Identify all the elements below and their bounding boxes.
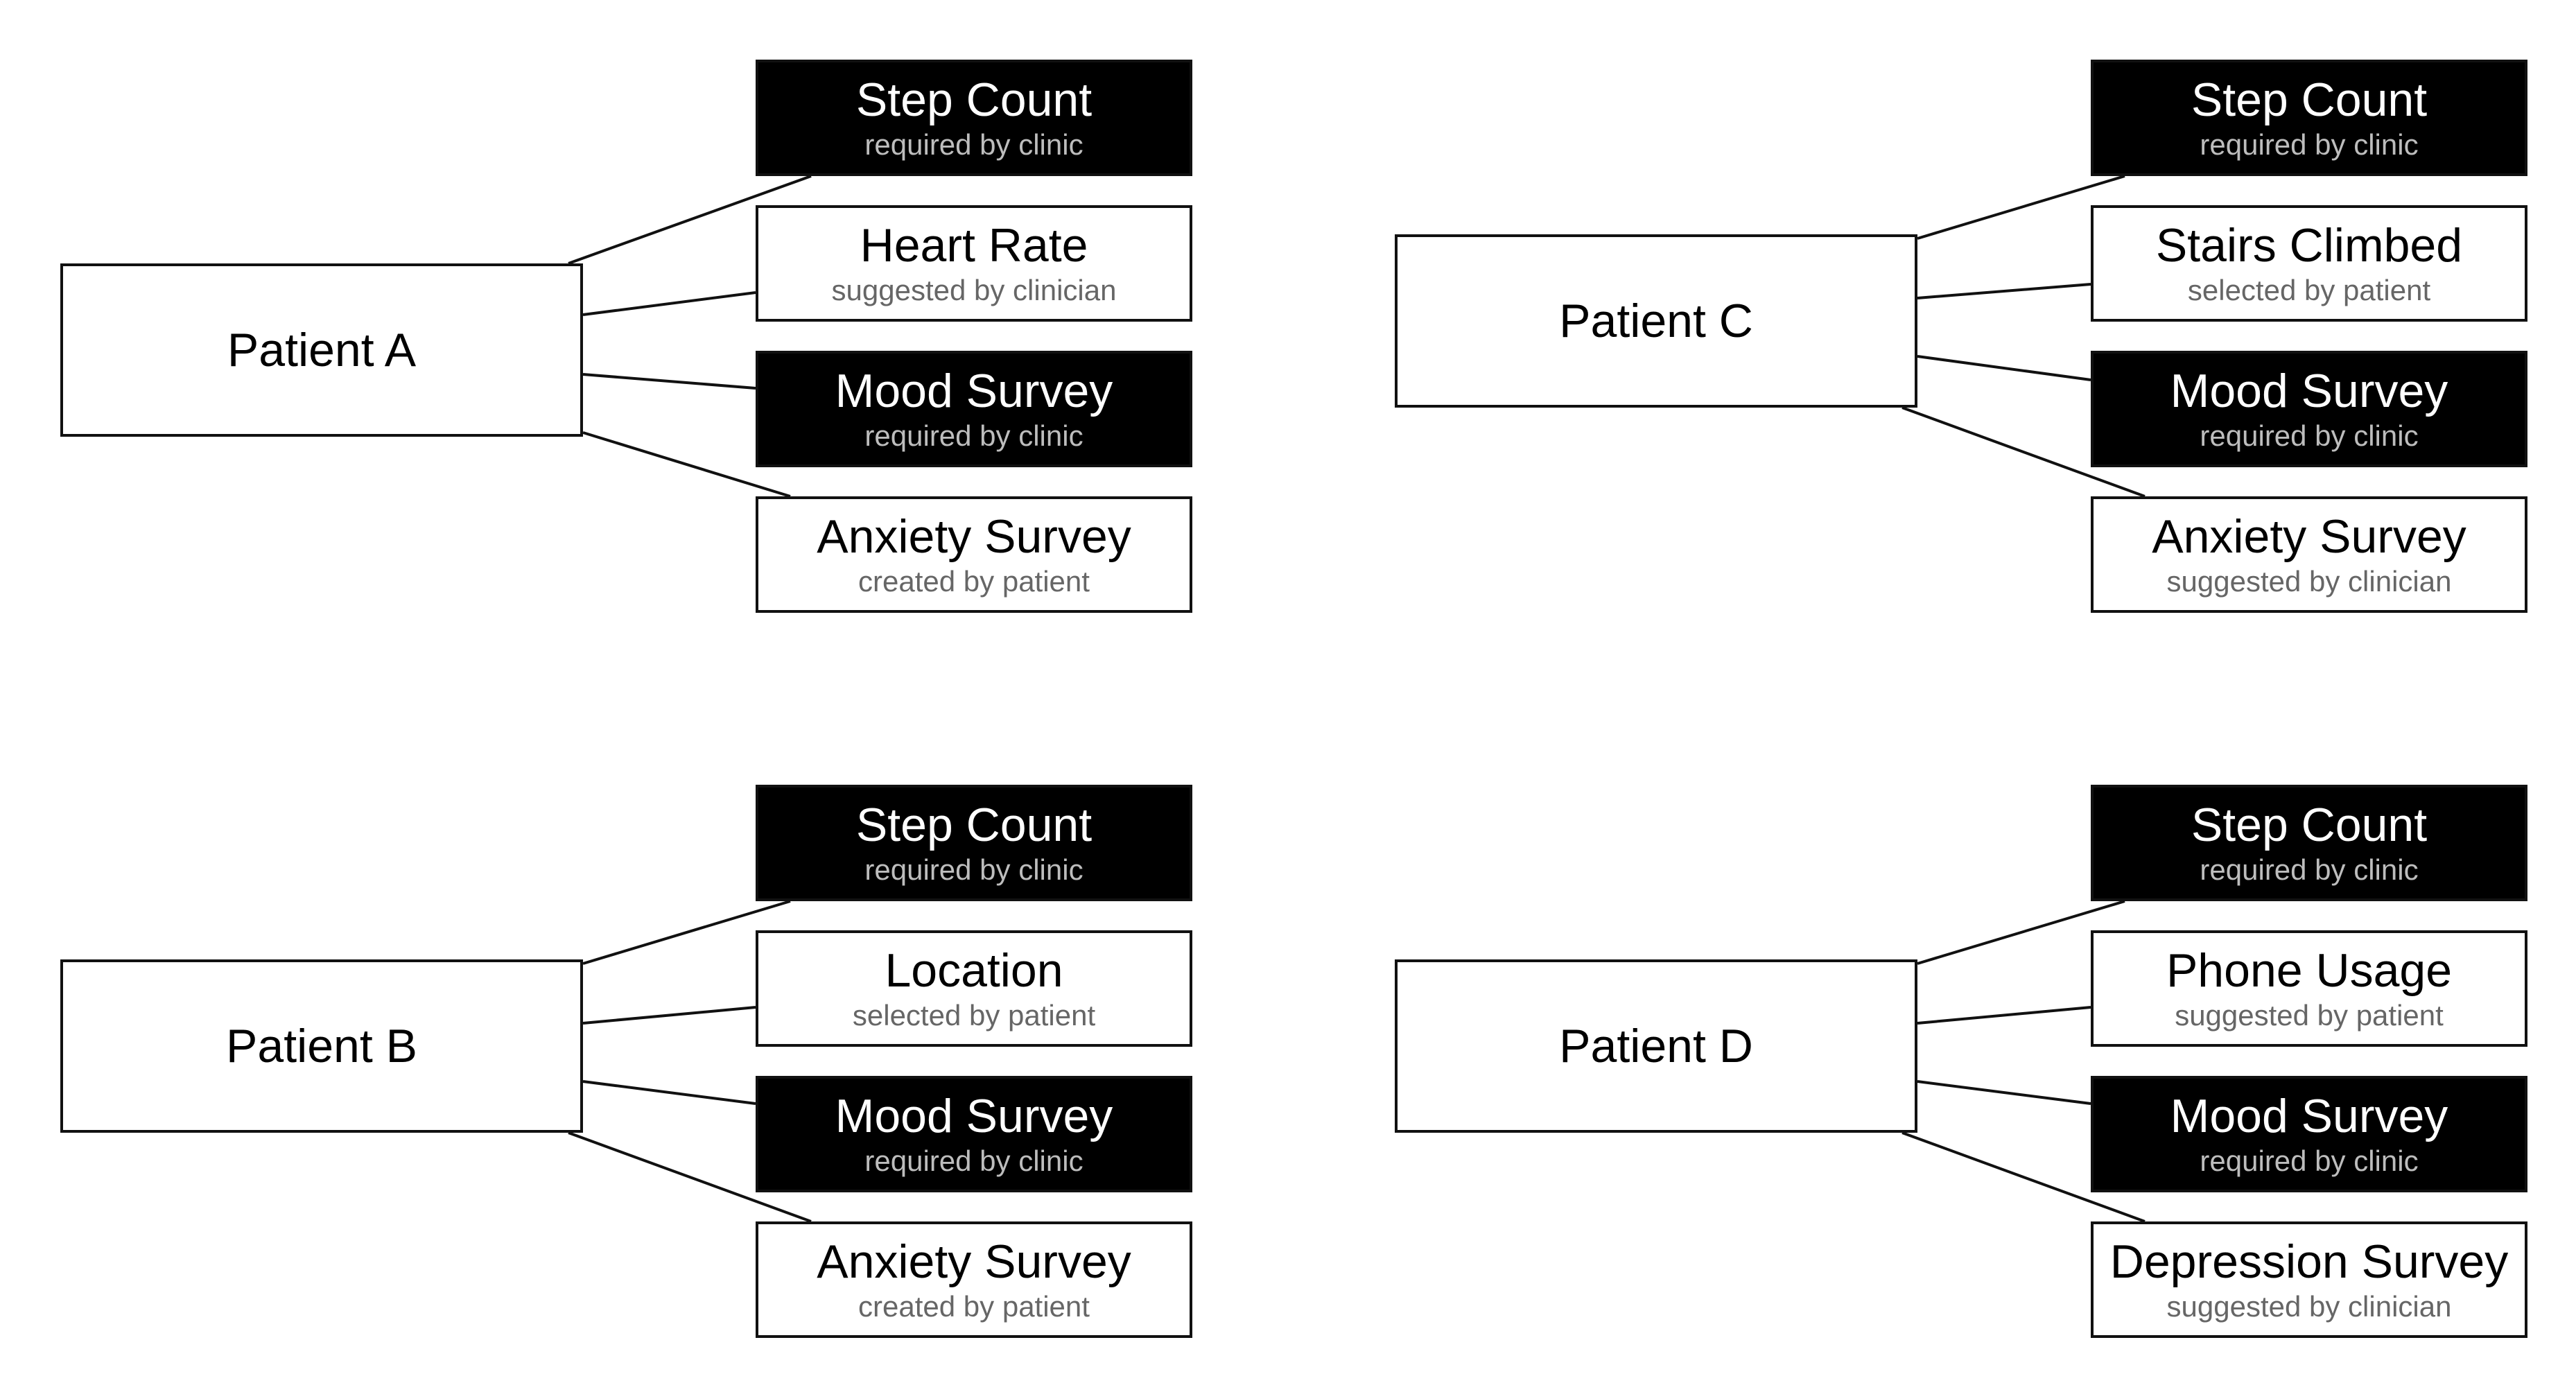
- connector-line-patient-b: [582, 1006, 756, 1025]
- optional-metric-box: Stairs Climbed selected by patient: [2091, 205, 2527, 322]
- optional-metric-box: Depression Survey suggested by clinician: [2091, 1221, 2527, 1338]
- metric-title: Mood Survey: [2170, 365, 2448, 417]
- metric-source: suggested by patient: [2175, 999, 2444, 1032]
- required-metric-box: Step Count required by clinic: [756, 60, 1192, 176]
- metric-title: Location: [885, 944, 1063, 997]
- metric-source: required by clinic: [864, 1145, 1084, 1177]
- metric-title: Anxiety Survey: [2152, 510, 2466, 563]
- required-metric-box: Step Count required by clinic: [2091, 785, 2527, 901]
- required-metric-box: Step Count required by clinic: [2091, 60, 2527, 176]
- metric-title: Mood Survey: [2170, 1090, 2448, 1142]
- optional-metric-box: Anxiety Survey suggested by clinician: [2091, 496, 2527, 613]
- metric-title: Anxiety Survey: [817, 510, 1131, 563]
- metric-source: suggested by clinician: [2166, 1290, 2452, 1323]
- metric-title: Heart Rate: [860, 219, 1088, 272]
- required-metric-box: Mood Survey required by clinic: [2091, 351, 2527, 467]
- metric-source: suggested by clinician: [831, 274, 1117, 306]
- optional-metric-box: Anxiety Survey created by patient: [756, 1221, 1192, 1338]
- metric-source: required by clinic: [2200, 853, 2419, 886]
- metric-source: required by clinic: [864, 128, 1084, 161]
- connector-line-patient-a: [582, 291, 756, 316]
- optional-metric-box: Anxiety Survey created by patient: [756, 496, 1192, 613]
- metric-title: Step Count: [2191, 799, 2428, 851]
- metric-title: Depression Survey: [2109, 1235, 2509, 1288]
- metric-title: Mood Survey: [835, 1090, 1113, 1142]
- metric-source: suggested by clinician: [2166, 565, 2452, 598]
- connector-line-patient-c: [1917, 355, 2091, 381]
- required-metric-box: Step Count required by clinic: [756, 785, 1192, 901]
- connector-line-patient-a: [582, 373, 756, 390]
- metric-title: Step Count: [2191, 73, 2428, 126]
- metric-source: selected by patient: [852, 999, 1096, 1032]
- optional-metric-box: Location selected by patient: [756, 930, 1192, 1047]
- metric-title: Phone Usage: [2166, 944, 2453, 997]
- patient-box-b: Patient B: [60, 959, 583, 1133]
- connector-line-patient-d: [1917, 1006, 2091, 1025]
- connector-line-patient-d: [1917, 1080, 2091, 1105]
- metric-source: selected by patient: [2187, 274, 2431, 306]
- metric-title: Anxiety Survey: [817, 1235, 1131, 1288]
- metric-source: required by clinic: [864, 853, 1084, 886]
- metric-title: Mood Survey: [835, 365, 1113, 417]
- connector-line-patient-b: [582, 1080, 756, 1105]
- optional-metric-box: Heart Rate suggested by clinician: [756, 205, 1192, 322]
- metric-title: Stairs Climbed: [2155, 219, 2463, 272]
- metric-source: required by clinic: [2200, 419, 2419, 452]
- required-metric-box: Mood Survey required by clinic: [756, 1076, 1192, 1192]
- metric-source: created by patient: [858, 565, 1090, 598]
- optional-metric-box: Phone Usage suggested by patient: [2091, 930, 2527, 1047]
- patient-box-a: Patient A: [60, 263, 583, 437]
- patient-box-c: Patient C: [1395, 234, 1917, 408]
- metric-source: required by clinic: [864, 419, 1084, 452]
- connector-line-patient-c: [1917, 283, 2091, 299]
- required-metric-box: Mood Survey required by clinic: [2091, 1076, 2527, 1192]
- metric-source: required by clinic: [2200, 128, 2419, 161]
- required-metric-box: Mood Survey required by clinic: [756, 351, 1192, 467]
- metric-title: Step Count: [855, 799, 1093, 851]
- metric-source: required by clinic: [2200, 1145, 2419, 1177]
- metric-source: created by patient: [858, 1290, 1090, 1323]
- patient-box-d: Patient D: [1395, 959, 1917, 1133]
- metric-title: Step Count: [855, 73, 1093, 126]
